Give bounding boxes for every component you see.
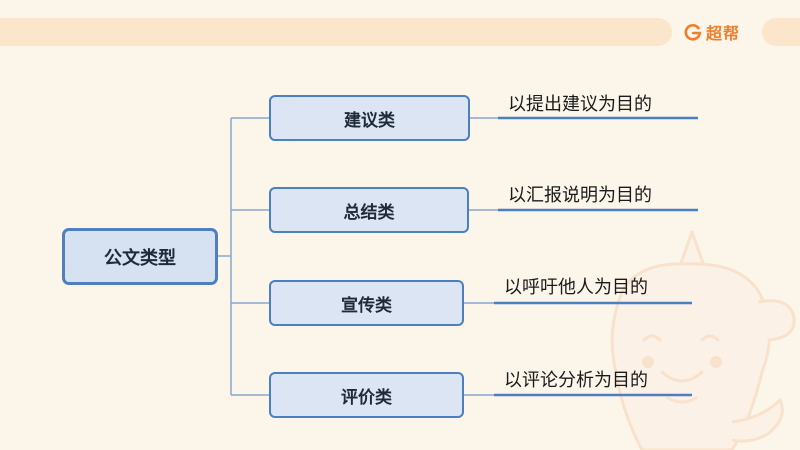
brand-g-icon	[684, 24, 702, 41]
branch-node-3: 宣传类	[269, 280, 464, 326]
branch-description-2: 以汇报说明为目的	[508, 185, 652, 206]
unicorn-mascot-watermark-icon	[610, 230, 796, 450]
brand-logo: 超帮	[684, 21, 740, 43]
branch-node-4: 评价类	[269, 372, 464, 418]
brand-name: 超帮	[706, 24, 741, 43]
branch-description-4: 以评论分析为目的	[504, 370, 648, 391]
branch-node-1: 建议类	[269, 95, 470, 141]
branch-node-2: 总结类	[269, 187, 469, 233]
top-banner-end	[762, 18, 800, 46]
top-banner	[0, 18, 672, 46]
branch-description-3: 以呼吁他人为目的	[504, 277, 648, 298]
branch-description-1: 以提出建议为目的	[508, 94, 652, 115]
root-node: 公文类型	[62, 228, 218, 285]
